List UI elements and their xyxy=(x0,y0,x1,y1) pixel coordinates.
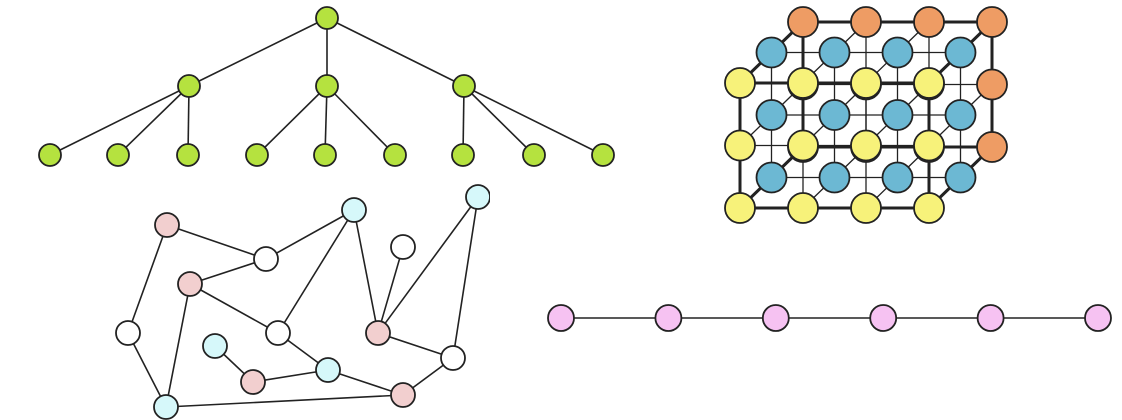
lattice-middle-node xyxy=(818,161,851,194)
chain-node xyxy=(547,304,575,332)
chain-node xyxy=(654,304,683,332)
graph-node-pink xyxy=(240,369,266,395)
graph-edge xyxy=(265,209,355,260)
graph-node-white xyxy=(390,234,416,260)
tree-leaf-node xyxy=(522,143,546,167)
graph-node-pink xyxy=(177,271,203,297)
graph-edge xyxy=(166,224,267,260)
lattice-middle-node xyxy=(755,99,788,131)
graph-edge xyxy=(377,332,454,359)
graph-edge xyxy=(277,209,355,334)
tree-leaf-node xyxy=(176,143,200,167)
graph-edge xyxy=(127,224,168,334)
graph-node-white xyxy=(265,320,291,346)
lattice-front-node xyxy=(724,192,756,224)
edge xyxy=(463,85,535,156)
lattice-front-node xyxy=(850,129,882,162)
graph-edge xyxy=(127,332,167,408)
lattice-middle-node xyxy=(755,36,788,69)
graph-node-cyan xyxy=(153,394,179,420)
tree-internal-node xyxy=(177,74,201,98)
lattice-front-node xyxy=(850,192,882,224)
lattice-front-node xyxy=(787,129,819,162)
lattice-middle-node xyxy=(755,161,788,194)
graph-edge xyxy=(165,394,404,408)
chain-node xyxy=(869,304,898,332)
graph-edge xyxy=(327,369,404,396)
edge xyxy=(117,85,190,156)
tree-internal-node xyxy=(452,74,476,98)
graph-node-pink xyxy=(365,320,391,346)
lattice-back-node xyxy=(976,68,1008,101)
tree-internal-node xyxy=(315,74,339,98)
graph-node-cyan xyxy=(315,357,341,383)
lattice-front-node xyxy=(787,192,819,224)
lattice-middle-node xyxy=(818,36,851,69)
lattice-front-node xyxy=(913,67,945,99)
lattice-front-node xyxy=(850,67,882,99)
graph-node-cyan xyxy=(202,333,228,359)
tree-leaf-node xyxy=(591,143,615,167)
tree-leaf-node xyxy=(245,143,269,167)
lattice-front-node xyxy=(724,129,756,162)
general-graph xyxy=(115,180,530,420)
graph-node-white xyxy=(253,246,279,272)
path-graph xyxy=(547,304,1112,332)
edge xyxy=(326,85,396,156)
graph-node-white xyxy=(440,345,466,371)
graph-edge xyxy=(452,196,479,359)
edge xyxy=(188,17,328,87)
tree-leaf-node xyxy=(383,143,407,167)
lattice-back-node xyxy=(976,6,1008,38)
edge xyxy=(256,85,328,156)
clip-mask xyxy=(490,180,530,220)
lattice-middle-node xyxy=(881,99,914,131)
graph-edge xyxy=(377,246,404,334)
tree-leaf-node xyxy=(38,143,62,167)
graph-node-cyan xyxy=(465,184,491,210)
lattice-middle-node xyxy=(818,99,851,131)
edge xyxy=(49,85,190,156)
tree-leaf-node xyxy=(106,143,130,167)
lattice-front-node xyxy=(724,67,756,99)
lattice-middle-node xyxy=(944,36,977,69)
lattice-back-node xyxy=(850,6,882,38)
chain-node xyxy=(761,304,790,332)
lattice-middle-node xyxy=(944,99,977,131)
graph-node-white xyxy=(115,320,141,346)
lattice-back-node xyxy=(913,6,945,38)
graph-node-cyan xyxy=(341,197,367,223)
lattice-back-node xyxy=(976,131,1008,163)
lattice-front-node xyxy=(913,129,945,162)
lattice-graph xyxy=(724,6,1008,224)
graph-edge xyxy=(377,196,479,334)
edge xyxy=(326,17,465,87)
graph-edge xyxy=(189,283,279,334)
lattice-front-node xyxy=(787,67,819,99)
lattice-back-node xyxy=(787,6,819,38)
graph-edge xyxy=(353,209,379,334)
tree-leaf-node xyxy=(451,143,475,167)
lattice-front-node xyxy=(913,192,945,224)
tree-root-node xyxy=(315,6,339,30)
tree-graph xyxy=(38,6,615,167)
graph-node-pink xyxy=(154,212,180,238)
lattice-middle-node xyxy=(881,36,914,69)
lattice-middle-node xyxy=(881,161,914,194)
chain-node xyxy=(976,304,1005,332)
graph-node-pink xyxy=(390,382,416,408)
graph-edge xyxy=(165,283,191,408)
edge xyxy=(463,85,604,156)
lattice-middle-node xyxy=(944,161,977,194)
chain-node xyxy=(1084,304,1112,332)
graph-edge xyxy=(189,258,267,285)
tree-leaf-node xyxy=(313,143,337,167)
